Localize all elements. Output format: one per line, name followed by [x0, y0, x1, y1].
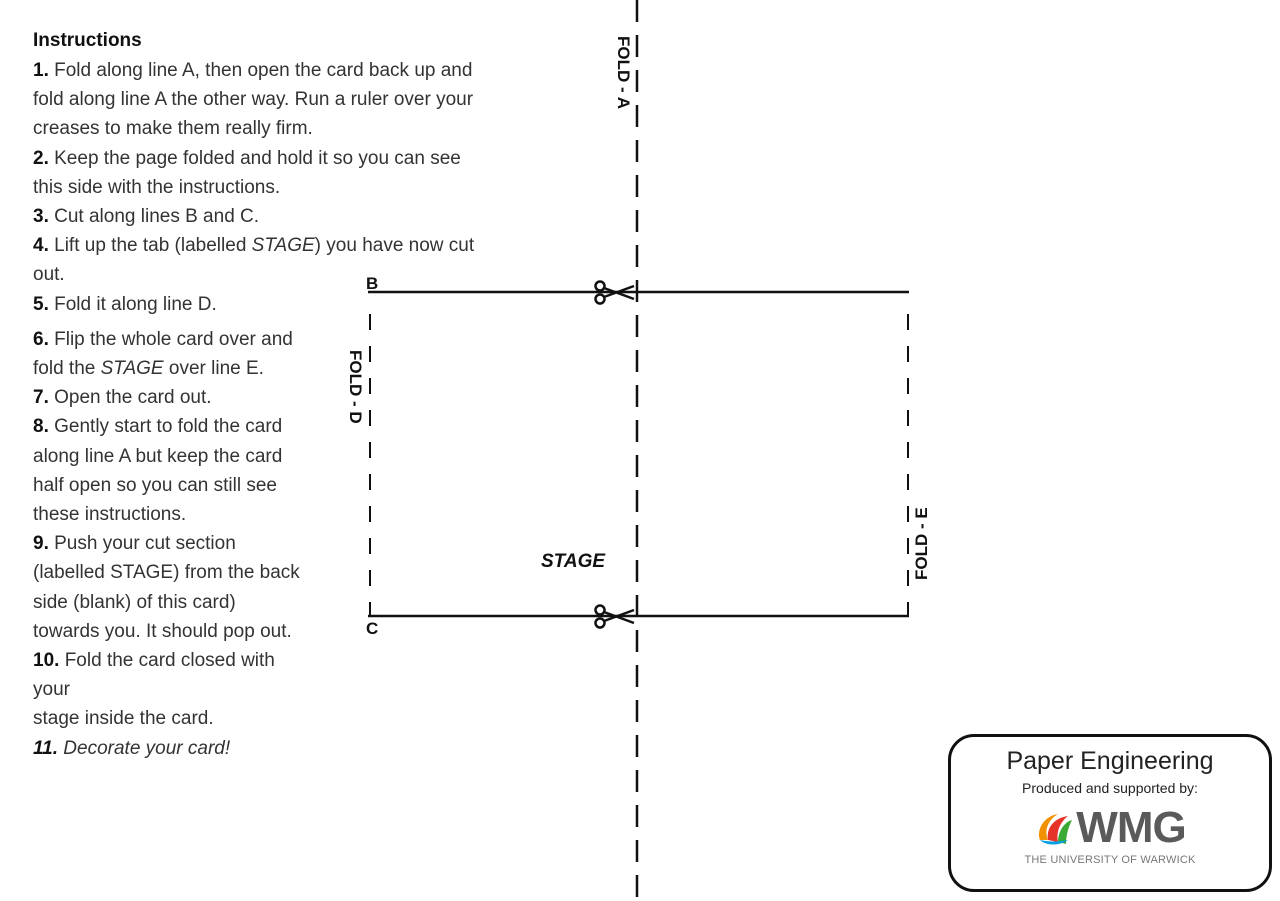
instructions-steps: 1. Fold along line A, then open the card… — [33, 56, 474, 763]
line-b-label: B — [366, 274, 378, 293]
instruction-line: along line A but keep the card — [33, 442, 474, 471]
step-text: creases to make them really firm. — [33, 118, 313, 140]
instruction-line: out. — [33, 260, 474, 289]
instruction-line: (labelled STAGE) from the back — [33, 558, 474, 587]
step-text: towards you. It should pop out. — [33, 620, 292, 642]
step-number: 2. — [33, 147, 49, 169]
step-number: 3. — [33, 206, 49, 228]
step-number: 8. — [33, 416, 49, 438]
step-number: 10. — [33, 650, 60, 672]
step-text-after: over line E. — [163, 358, 264, 380]
step-text: Fold it along line D. — [48, 293, 217, 315]
step-number: 7. — [33, 387, 49, 409]
instruction-line: fold along line A the other way. Run a r… — [33, 85, 474, 114]
step-text: these instructions. — [33, 504, 187, 526]
step-text: Fold the card closed with — [59, 650, 275, 672]
stage-label: STAGE — [541, 551, 606, 572]
instruction-line: your — [33, 675, 474, 704]
instruction-line: 1. Fold along line A, then open the card… — [33, 56, 474, 85]
step-number: 5. — [33, 293, 49, 315]
instruction-line: side (blank) of this card) — [33, 588, 474, 617]
scissors-icon — [594, 280, 635, 305]
instruction-line: fold the STAGE over line E. — [33, 354, 474, 383]
step-text: Decorate your card! — [58, 737, 231, 759]
instruction-line: 9. Push your cut section — [33, 529, 474, 558]
instructions-heading: Instructions — [33, 30, 142, 51]
step-number: 9. — [33, 533, 49, 555]
sponsor-badge: Paper Engineering Produced and supported… — [948, 734, 1272, 892]
wmg-logo: WMG — [951, 806, 1269, 850]
step-italic-text: STAGE — [251, 235, 315, 257]
step-text: fold the — [33, 358, 101, 380]
step-number: 6. — [33, 328, 49, 350]
step-text: Push your cut section — [48, 533, 236, 555]
fold-d-label: FOLD - D — [346, 350, 365, 424]
step-number: 4. — [33, 235, 49, 257]
instruction-line: half open so you can still see — [33, 471, 474, 500]
step-text: Flip the whole card over and — [48, 328, 293, 350]
instruction-line: 6. Flip the whole card over and — [33, 325, 474, 354]
badge-subtitle: Produced and supported by: — [1022, 780, 1198, 796]
wmg-swoosh-icon — [1039, 814, 1073, 845]
instruction-line: towards you. It should pop out. — [33, 617, 474, 646]
instruction-line: 4. Lift up the tab (labelled STAGE) you … — [33, 231, 474, 260]
instruction-line: stage inside the card. — [33, 704, 474, 733]
university-name: THE UNIVERSITY OF WARWICK — [1024, 854, 1196, 866]
instruction-line: these instructions. — [33, 500, 474, 529]
fold-e-label: FOLD - E — [912, 507, 931, 580]
step-text: Lift up the tab (labelled — [48, 235, 252, 257]
step-text: (labelled STAGE) from the back — [33, 562, 300, 584]
step-text: out. — [33, 264, 65, 286]
step-text-after: ) you have now cut — [314, 235, 475, 257]
instruction-line: 8. Gently start to fold the card — [33, 412, 474, 441]
badge-title: Paper Engineering — [1006, 747, 1214, 775]
step-text: half open so you can still see — [33, 474, 277, 496]
step-text: Cut along lines B and C. — [48, 206, 260, 228]
step-text: this side with the instructions. — [33, 176, 281, 198]
step-number: 1. — [33, 60, 49, 81]
instruction-line: this side with the instructions. — [33, 173, 474, 202]
wmg-logo-text: WMG — [1076, 803, 1186, 852]
step-text: stage inside the card. — [33, 708, 214, 730]
step-text: Open the card out. — [48, 387, 212, 409]
instructions-panel: Instructions 1. Fold along line A, then … — [33, 26, 474, 763]
instruction-line: 11. Decorate your card! — [33, 734, 474, 763]
step-text: fold along line A the other way. Run a r… — [33, 89, 474, 111]
fold-a-label: FOLD - A — [614, 36, 633, 109]
instruction-line: 10. Fold the card closed with — [33, 646, 474, 675]
step-text: along line A but keep the card — [33, 445, 283, 467]
instruction-line: 5. Fold it along line D. — [33, 290, 474, 319]
instruction-line: 2. Keep the page folded and hold it so y… — [33, 144, 474, 173]
line-c-label: C — [366, 619, 378, 638]
scissors-icon — [594, 604, 635, 629]
step-text: your — [33, 679, 70, 701]
step-text: Keep the page folded and hold it so you … — [48, 147, 461, 169]
step-number: 11. — [33, 737, 59, 759]
step-text: Fold along line A, then open the card ba… — [48, 60, 473, 81]
step-italic-text: STAGE — [100, 358, 164, 380]
instruction-line: creases to make them really firm. — [33, 114, 474, 143]
step-text: side (blank) of this card) — [33, 591, 236, 613]
step-text: Gently start to fold the card — [48, 416, 283, 438]
instruction-line: 3. Cut along lines B and C. — [33, 202, 474, 231]
instruction-line: 7. Open the card out. — [33, 383, 474, 412]
